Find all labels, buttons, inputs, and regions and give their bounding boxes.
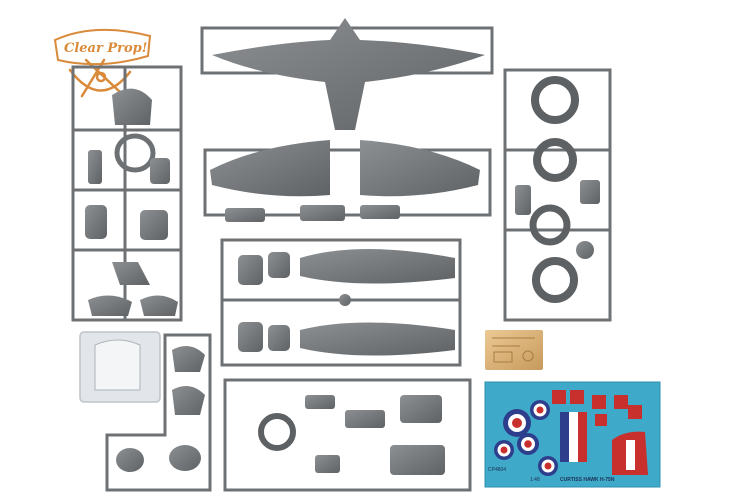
tail-decal xyxy=(612,431,648,475)
brand-logo-text: Clear Prop! xyxy=(64,41,147,56)
insignia-decals xyxy=(552,390,642,426)
sprue-bottom-left xyxy=(105,333,212,492)
clear-parts-sprue xyxy=(79,331,161,403)
decal-product-code: CP4804 xyxy=(488,467,506,473)
sprue-engine-right xyxy=(503,68,612,322)
decal-scale: 1:48 xyxy=(530,477,540,483)
brand-logo: Clear Prop! xyxy=(53,28,152,98)
sprue-bottom-middle xyxy=(223,378,472,492)
sprue-fuselage xyxy=(220,238,462,367)
decal-model-name: CURTISS HAWK H-75N xyxy=(560,477,615,483)
roundel-decal xyxy=(503,409,531,437)
photoetch-fret xyxy=(485,330,543,370)
sprue-wing-lower xyxy=(203,140,492,222)
sprue-wing-upper xyxy=(200,18,494,130)
sprue-parts-left xyxy=(85,88,178,316)
roundel-decal xyxy=(530,400,550,420)
roundel-decal xyxy=(494,440,514,460)
roundel-decal xyxy=(517,433,539,455)
decal-sheet: CP4804 1:48 CURTISS HAWK H-75N xyxy=(484,381,661,488)
rudder-stripes-decal xyxy=(560,412,587,462)
roundel-decal xyxy=(538,456,558,476)
